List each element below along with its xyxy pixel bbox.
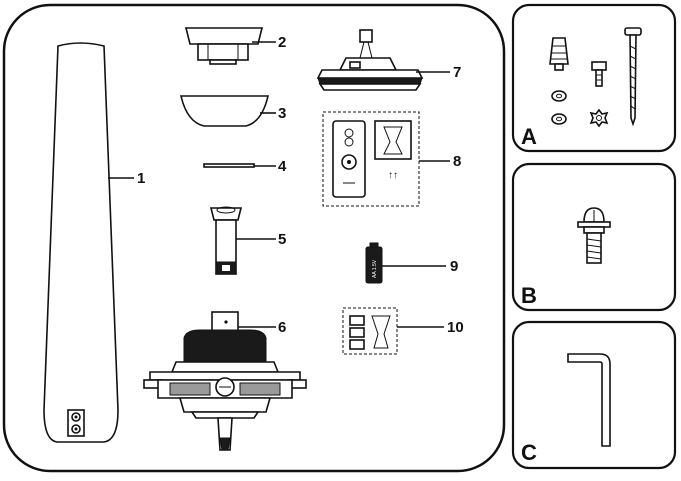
hardware-panel-b: B	[511, 162, 677, 312]
balancing-kit	[342, 307, 398, 355]
panel-label-b: B	[521, 283, 537, 308]
part-label-5: 5	[278, 231, 286, 248]
hardware-panel-a: A	[511, 3, 677, 153]
receiver-plate	[316, 29, 424, 91]
part-label-2: 2	[278, 34, 286, 51]
main-parts-panel	[2, 3, 506, 473]
remote-control-set: ↑↑	[322, 111, 420, 207]
part-label-7: 7	[453, 64, 461, 81]
canopy-bowl	[179, 95, 270, 127]
part-label-8: 8	[453, 153, 461, 170]
battery: AA 1.5V	[365, 242, 383, 284]
part-label-4: 4	[278, 158, 287, 175]
fan-blade	[43, 42, 119, 443]
part-label-1: 1	[137, 170, 145, 187]
battery-label: AA 1.5V	[372, 259, 378, 278]
part-label-3: 3	[278, 105, 286, 122]
downrod	[209, 206, 243, 275]
part-label-6: 6	[278, 319, 286, 336]
panel-label-c: C	[521, 440, 537, 465]
motor-assembly	[143, 311, 307, 451]
part-label-10: 10	[447, 319, 464, 336]
remote-arrow-marks: ↑↑	[388, 170, 398, 181]
part-label-9: 9	[450, 258, 458, 275]
mounting-bracket	[184, 27, 264, 65]
hardware-panel-c: C	[511, 320, 677, 470]
canopy-ring	[203, 163, 255, 168]
panel-label-a: A	[521, 124, 537, 149]
